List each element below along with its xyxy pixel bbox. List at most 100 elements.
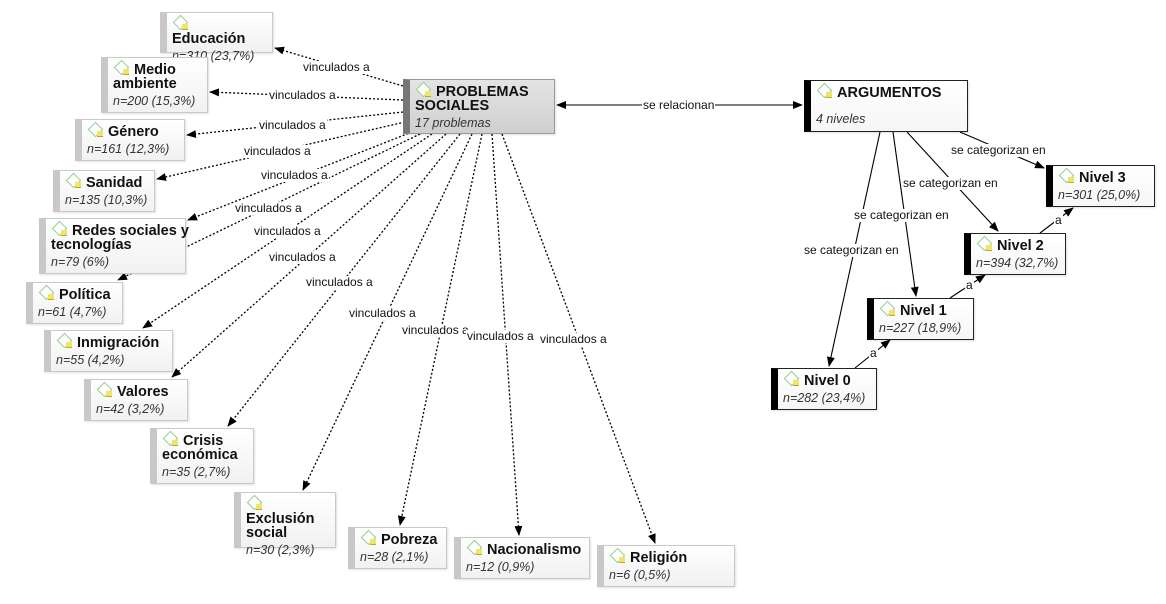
node-title: Religión xyxy=(630,550,688,566)
node-pobreza[interactable]: Pobreza n=28 (2,1%) xyxy=(348,527,447,569)
edge-label-redes: vinculados a xyxy=(260,168,329,182)
node-nacionalismo[interactable]: Nacionalismo n=12 (0,9%) xyxy=(454,537,590,579)
node-count: n=42 (3,2%) xyxy=(96,402,165,416)
node-nivel-2[interactable]: Nivel 2 n=394 (32,7%) xyxy=(964,233,1066,275)
edge-label-se-relacionan: se relacionan xyxy=(642,98,716,112)
edge-pobreza xyxy=(397,133,483,526)
code-icon xyxy=(879,300,897,317)
edge-label-pobreza: vinculados a xyxy=(401,323,470,337)
edge-label-religion: vinculados a xyxy=(539,332,608,346)
edge-label-cat-nivel-1: se categorizan en xyxy=(853,208,950,222)
code-icon xyxy=(609,547,627,564)
node-count: n=301 (25,0%) xyxy=(1058,188,1141,202)
code-icon xyxy=(162,430,180,447)
node-nivel-3[interactable]: Nivel 3 n=301 (25,0%) xyxy=(1046,165,1155,207)
node-count: n=161 (12,3%) xyxy=(87,142,170,156)
node-count: n=135 (10,3%) xyxy=(65,193,148,207)
edge-label-sanidad: vinculados a xyxy=(243,144,312,158)
node-educacion[interactable]: Educación n=310 (23,7%) xyxy=(160,12,273,63)
edge-label-a-1-2: a xyxy=(965,278,974,292)
node-subtitle: 4 niveles xyxy=(816,112,866,126)
code-icon xyxy=(466,539,484,556)
code-icon xyxy=(360,529,378,546)
node-count: n=35 (2,7%) xyxy=(162,465,231,479)
node-title: Medio ambiente xyxy=(113,62,177,92)
node-politica[interactable]: Política n=61 (4,7%) xyxy=(26,282,123,324)
node-title: Nacionalismo xyxy=(487,542,582,558)
code-group-icon xyxy=(816,82,834,99)
node-redes-sociales[interactable]: Redes sociales y tecnologías n=79 (6%) xyxy=(39,218,189,274)
node-crisis-economica[interactable]: Crisis económica n=35 (2,7%) xyxy=(150,428,254,484)
edge-label-genero: vinculados a xyxy=(258,118,327,132)
node-subtitle: 17 problemas xyxy=(415,116,491,130)
code-icon xyxy=(113,59,131,76)
code-icon xyxy=(1058,167,1076,184)
node-argumentos[interactable]: ARGUMENTOS 4 niveles xyxy=(804,80,968,132)
edge-label-inmigracion: vinculados a xyxy=(253,224,322,238)
edge-label-crisis: vinculados a xyxy=(305,275,374,289)
node-count: n=282 (23,4%) xyxy=(783,391,866,405)
edge-label-politica: vinculados a xyxy=(234,201,303,215)
node-title: Redes sociales y tecnologías xyxy=(51,223,189,253)
node-title: PROBLEMAS SOCIALES xyxy=(415,84,529,114)
code-icon xyxy=(172,14,190,31)
node-medio-ambiente[interactable]: Medio ambiente n=200 (15,3%) xyxy=(101,57,208,113)
node-sanidad[interactable]: Sanidad n=135 (10,3%) xyxy=(53,170,155,212)
code-icon xyxy=(976,235,994,252)
node-religion[interactable]: Religión n=6 (0,5%) xyxy=(597,545,735,587)
node-title: Educación xyxy=(172,31,246,47)
code-icon xyxy=(65,172,83,189)
node-title: Género xyxy=(108,124,159,140)
node-count: n=28 (2,1%) xyxy=(360,550,429,564)
node-count: n=227 (18,9%) xyxy=(879,321,962,335)
node-title: Sanidad xyxy=(86,175,143,191)
node-genero[interactable]: Género n=161 (12,3%) xyxy=(75,119,185,161)
code-icon xyxy=(246,494,264,511)
code-icon xyxy=(51,220,69,237)
edge-sanidad xyxy=(156,121,406,181)
node-valores[interactable]: Valores n=42 (3,2%) xyxy=(84,379,188,421)
edge-label-educacion: vinculados a xyxy=(302,60,371,74)
node-count: n=394 (32,7%) xyxy=(976,256,1059,270)
edge-label-cat-nivel-2: se categorizan en xyxy=(902,176,999,190)
edge-label-medio-ambiente: vinculados a xyxy=(268,88,337,102)
code-icon xyxy=(56,332,74,349)
code-icon xyxy=(783,370,801,387)
edge-label-a-2-3: a xyxy=(1054,213,1063,227)
node-nivel-1[interactable]: Nivel 1 n=227 (18,9%) xyxy=(867,298,974,340)
node-title: Pobreza xyxy=(381,532,438,548)
node-count: n=61 (4,7%) xyxy=(38,305,107,319)
node-title: Nivel 2 xyxy=(997,238,1044,254)
node-count: n=30 (2,3%) xyxy=(246,543,315,557)
node-title: Nivel 3 xyxy=(1079,170,1126,186)
node-title: Inmigración xyxy=(77,335,160,351)
node-title: Crisis económica xyxy=(162,433,238,463)
node-title: Política xyxy=(59,287,111,303)
node-count: n=55 (4,2%) xyxy=(56,353,125,367)
edge-label-a-0-1: a xyxy=(869,346,878,360)
node-count: n=12 (0,9%) xyxy=(466,560,535,574)
edge-label-cat-nivel-0: se categorizan en xyxy=(803,243,900,257)
node-title: Valores xyxy=(117,384,169,400)
node-count: n=79 (6%) xyxy=(51,255,110,269)
code-icon xyxy=(87,121,105,138)
edge-label-cat-nivel-3: se categorizan en xyxy=(950,143,1047,157)
code-icon xyxy=(96,381,114,398)
edge-label-exclusion: vinculados a xyxy=(348,306,417,320)
edge-valores xyxy=(171,133,447,378)
edge-label-nacionalismo: vinculados a xyxy=(466,329,535,343)
node-title: Nivel 1 xyxy=(900,303,947,319)
node-count: n=200 (15,3%) xyxy=(113,94,196,108)
code-icon xyxy=(38,284,56,301)
edge-label-valores: vinculados a xyxy=(268,250,337,264)
node-title: Nivel 0 xyxy=(804,373,851,389)
node-title: Exclusión social xyxy=(246,511,315,541)
node-nivel-0[interactable]: Nivel 0 n=282 (23,4%) xyxy=(771,368,877,410)
node-title: ARGUMENTOS xyxy=(837,85,942,101)
edge-religion xyxy=(501,133,656,544)
code-group-icon xyxy=(415,81,433,98)
node-exclusion-social[interactable]: Exclusión social n=30 (2,3%) xyxy=(234,492,336,557)
node-inmigracion[interactable]: Inmigración n=55 (4,2%) xyxy=(44,330,173,372)
node-problemas-sociales[interactable]: PROBLEMAS SOCIALES 17 problemas xyxy=(403,79,555,134)
node-count: n=6 (0,5%) xyxy=(609,568,671,582)
